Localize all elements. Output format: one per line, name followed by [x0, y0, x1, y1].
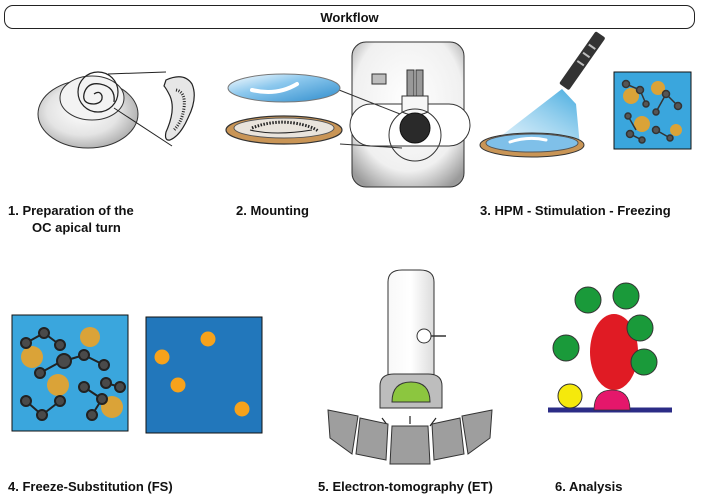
light-beam — [488, 89, 580, 146]
freeze-substitution-illustration — [11, 314, 263, 434]
zoom-line-bottom — [113, 107, 173, 147]
machine-window — [371, 73, 387, 85]
tissue-on-carrier — [251, 120, 319, 133]
specimen-carrier — [399, 112, 431, 144]
step-1-label: 1. Preparation of the — [8, 203, 134, 218]
hpm-illustration — [479, 31, 692, 158]
freezing-tissue — [508, 136, 548, 144]
step-1-caption: 1. Preparation of the OC apical turn — [8, 202, 134, 236]
fs-molecule-network — [20, 327, 126, 421]
light-probe — [559, 31, 605, 90]
step-3-caption: 3. HPM - Stimulation - Freezing — [480, 203, 671, 218]
disc-highlight — [250, 82, 299, 94]
step-6-caption: 6. Analysis — [555, 479, 623, 494]
tissue-outline — [249, 129, 313, 134]
apical-turn-highlight — [77, 71, 119, 113]
workflow-title: Workflow — [320, 9, 379, 25]
vesicle-green-5 — [630, 348, 658, 376]
workflow-title-bar: Workflow — [4, 5, 695, 29]
molecule-network — [621, 79, 683, 144]
analysis-illustration — [548, 282, 672, 413]
electron-tomography-illustration — [327, 269, 493, 465]
holder-pin-left — [406, 69, 415, 99]
step-4-caption: 4. Freeze-Substitution (FS) — [8, 479, 173, 494]
carrier-inner — [233, 117, 335, 139]
vesicle-green-3 — [626, 314, 654, 342]
mounting-illustration — [225, 41, 471, 188]
microscope-column — [387, 269, 435, 379]
microscope-knob — [416, 328, 432, 344]
mount-line-1 — [333, 87, 401, 115]
step-2-caption: 2. Mounting — [236, 203, 309, 218]
cochlea-illustration — [37, 71, 195, 149]
organ-of-corti-strip — [172, 88, 186, 132]
synaptic-ribbon — [590, 314, 638, 390]
ribbon-density — [593, 389, 631, 411]
step-1-label-line2: OC apical turn — [32, 220, 121, 235]
detector-array — [327, 409, 493, 465]
vesicle-green-1 — [574, 286, 602, 314]
holder-pin-right — [415, 69, 424, 99]
vesicle-green-2 — [612, 282, 640, 310]
apical-turn-piece — [163, 76, 195, 141]
freezing-disc — [485, 133, 579, 153]
mount-line-2 — [339, 143, 403, 149]
cochlea-spiral — [83, 83, 115, 105]
specimen-holder-head — [401, 95, 429, 116]
holder-zoom-circle — [388, 108, 442, 162]
zoom-line-top — [107, 71, 167, 75]
detector-dome — [391, 381, 431, 403]
step-5-caption: 5. Electron-tomography (ET) — [318, 479, 493, 494]
vesicle-green-4 — [552, 334, 580, 362]
vesicle-yellow — [557, 383, 583, 409]
